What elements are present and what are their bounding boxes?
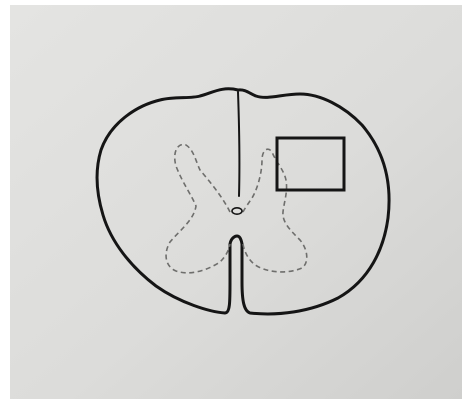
- paper-background: [10, 5, 462, 399]
